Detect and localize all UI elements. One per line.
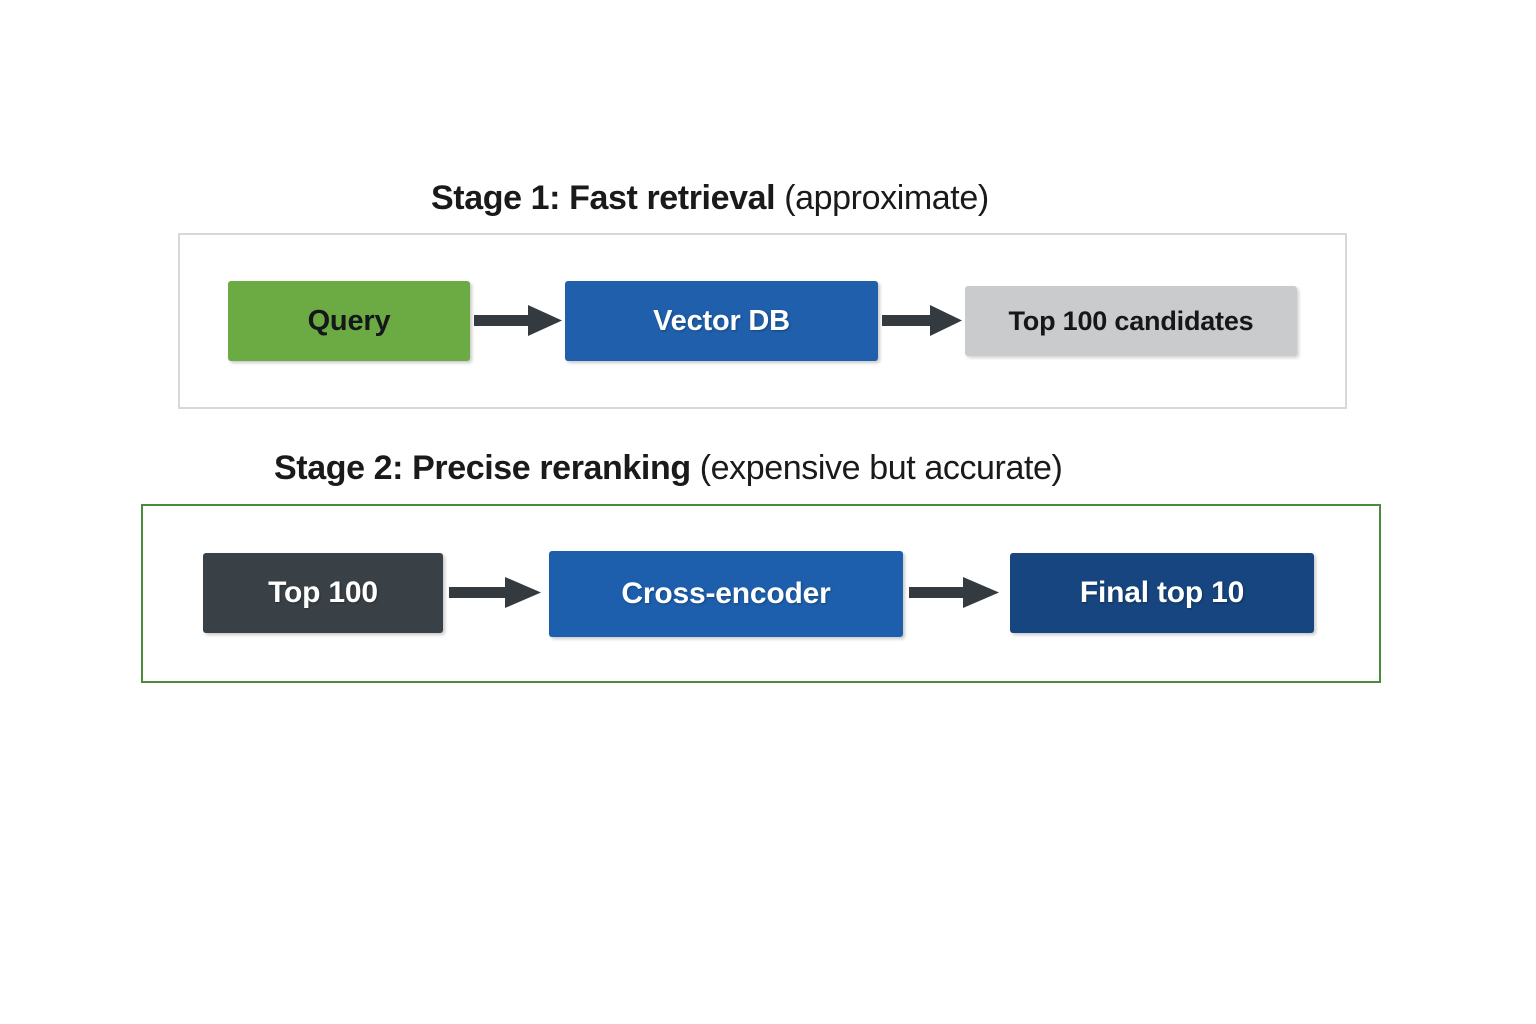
node-top-100-candidates[interactable]: Top 100 candidates <box>965 286 1297 356</box>
arrow-vector-db-to-top-100-candidates-icon <box>882 305 962 336</box>
node-top-100-label: Top 100 <box>268 576 378 609</box>
node-cross-encoder-label: Cross-encoder <box>621 577 831 610</box>
node-top-100-candidates-label: Top 100 candidates <box>1008 305 1254 336</box>
node-final-top-10-label: Final top 10 <box>1079 576 1245 609</box>
arrow-cross-encoder-to-final-top-10-icon <box>909 577 999 608</box>
node-query-label: Query <box>307 304 391 337</box>
stage-2-title: Stage 2: Precise reranking (expensive bu… <box>274 449 1063 487</box>
node-cross-encoder[interactable]: Cross-encoder <box>549 551 903 637</box>
node-vector-db-label: Vector DB <box>653 304 790 337</box>
stage-2-title-bold: Stage 2: Precise reranking <box>274 449 691 487</box>
stage-2-title-regular: (expensive but accurate) <box>690 449 1063 487</box>
arrow-query-to-vector-db-icon <box>474 305 562 336</box>
arrow-top-100-to-cross-encoder-icon <box>449 577 541 608</box>
stage-1-title-bold: Stage 1: Fast retrieval <box>431 179 776 217</box>
node-vector-db[interactable]: Vector DB <box>565 281 878 361</box>
stage-1-title-regular: (approximate) <box>775 179 989 217</box>
node-final-top-10[interactable]: Final top 10 <box>1010 553 1314 633</box>
stage-1-title: Stage 1: Fast retrieval (approximate) <box>431 181 989 215</box>
node-query[interactable]: Query <box>228 281 470 361</box>
node-top-100[interactable]: Top 100 <box>203 553 443 633</box>
